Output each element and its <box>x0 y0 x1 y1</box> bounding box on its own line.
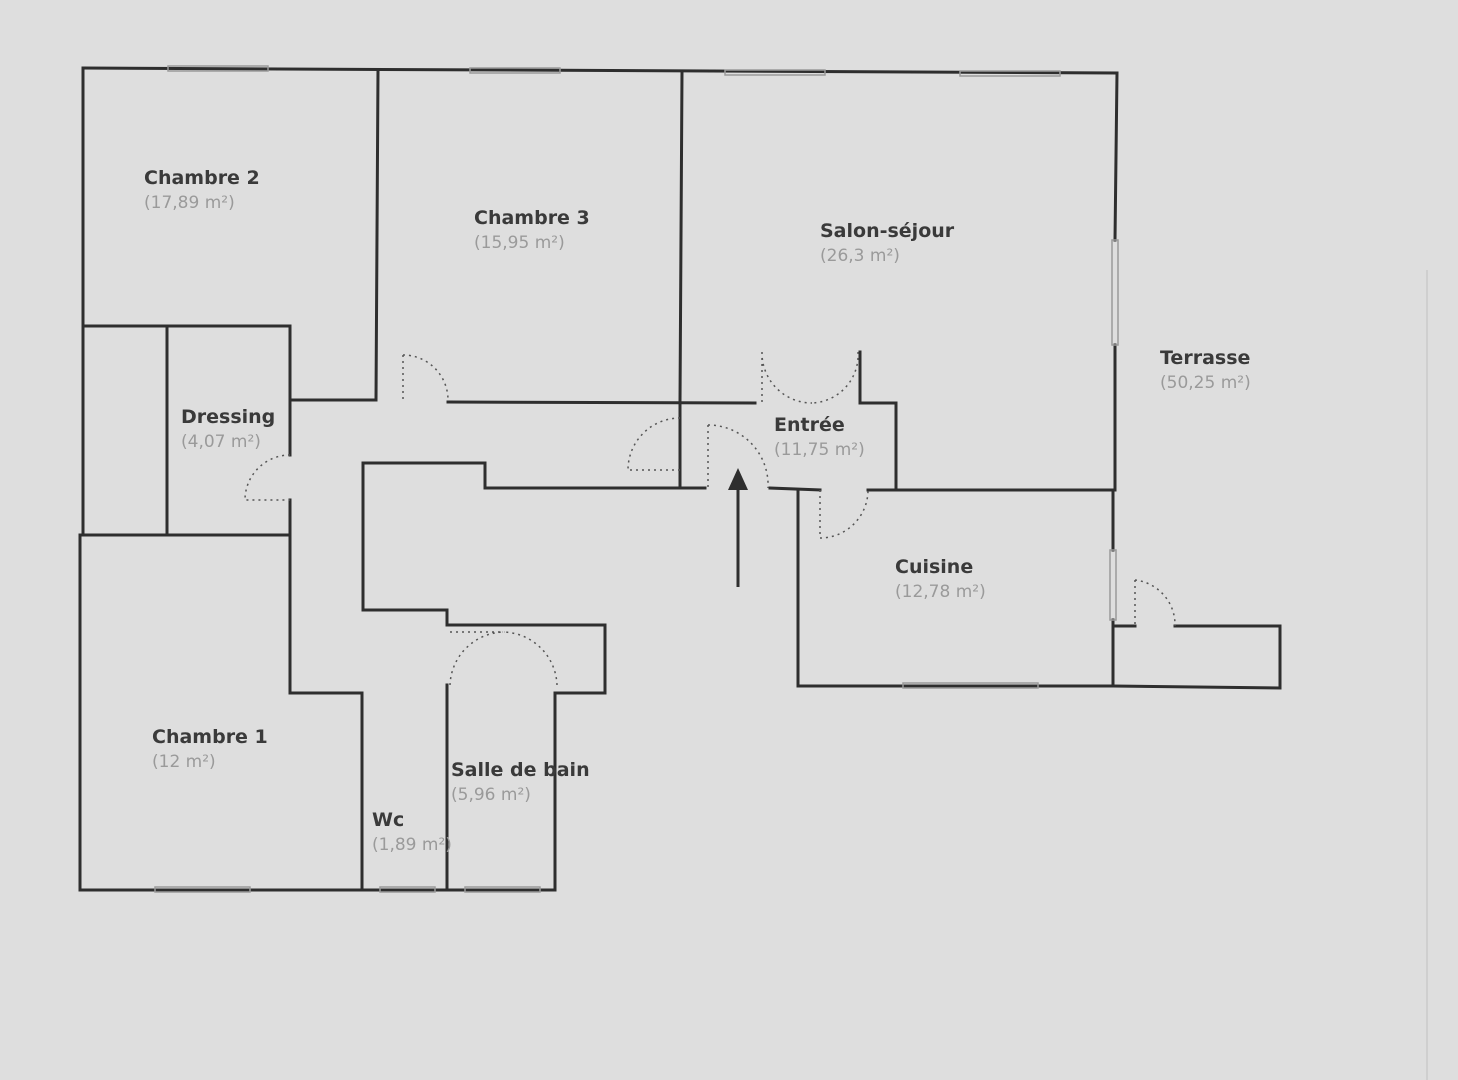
room-name: Dressing <box>181 406 276 428</box>
windows <box>154 65 1119 893</box>
walls <box>78 66 1282 892</box>
room-chambre-3: Chambre 3 (15,95 m²) <box>474 207 590 253</box>
room-salon-sejour: Salon-séjour (26,3 m²) <box>820 220 954 266</box>
room-area: (1,89 m²) <box>372 835 452 855</box>
room-dressing: Dressing (4,07 m²) <box>181 406 275 452</box>
room-name: Chambre 2 <box>144 167 260 189</box>
room-cuisine: Cuisine (12,78 m²) <box>895 556 986 602</box>
room-area: (50,25 m²) <box>1160 373 1251 393</box>
room-area: (5,96 m²) <box>451 785 531 805</box>
room-area: (12 m²) <box>152 752 216 772</box>
room-name: Wc <box>372 809 405 831</box>
arrow-up-icon <box>728 468 748 587</box>
doors <box>244 351 1176 686</box>
room-area: (17,89 m²) <box>144 193 235 213</box>
room-name: Terrasse <box>1160 347 1251 369</box>
room-name: Salon-séjour <box>820 220 955 242</box>
room-name: Chambre 1 <box>152 726 268 748</box>
room-name: Salle de bain <box>451 759 590 781</box>
room-terrasse: Terrasse (50,25 m²) <box>1160 347 1251 393</box>
room-area: (26,3 m²) <box>820 246 900 266</box>
room-area: (12,78 m²) <box>895 582 986 602</box>
room-name: Entrée <box>774 414 845 436</box>
room-chambre-1: Chambre 1 (12 m²) <box>152 726 268 772</box>
room-entree: Entrée (11,75 m²) <box>774 414 865 460</box>
room-wc: Wc (1,89 m²) <box>372 809 452 855</box>
room-area: (11,75 m²) <box>774 440 865 460</box>
scan-edge <box>1426 270 1428 1080</box>
room-area: (15,95 m²) <box>474 233 565 253</box>
room-salle-de-bain: Salle de bain (5,96 m²) <box>451 759 590 805</box>
room-chambre-2: Chambre 2 (17,89 m²) <box>144 167 260 213</box>
room-name: Chambre 3 <box>474 207 590 229</box>
room-name: Cuisine <box>895 556 974 578</box>
room-area: (4,07 m²) <box>181 432 261 452</box>
